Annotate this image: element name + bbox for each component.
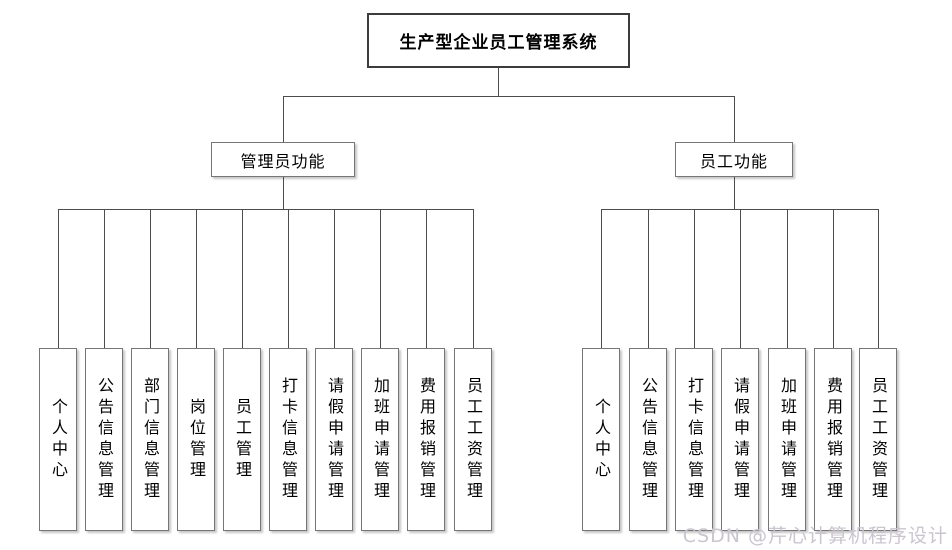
branch-node-employee: 员工功能 xyxy=(675,142,793,177)
leaf-node: 员工工资管理 xyxy=(859,348,897,531)
connector-line xyxy=(734,177,735,209)
connector-line xyxy=(694,209,695,348)
connector-line xyxy=(601,209,878,210)
leaf-node: 打卡信息管理 xyxy=(269,348,307,531)
connector-line xyxy=(58,209,473,210)
connector-line xyxy=(242,209,243,348)
leaf-node: 部门信息管理 xyxy=(131,348,169,531)
leaf-node: 岗位管理 xyxy=(177,348,215,531)
connector-line xyxy=(283,96,284,142)
connector-line xyxy=(58,209,59,348)
leaf-node: 公告信息管理 xyxy=(629,348,667,531)
csdn-watermark: CSDN @芹心计算机程序设计 xyxy=(682,525,948,547)
root-node: 生产型企业员工管理系统 xyxy=(367,13,630,68)
leaf-node: 加班申请管理 xyxy=(361,348,399,531)
branch-node-admin: 管理员功能 xyxy=(211,142,355,177)
connector-line xyxy=(740,209,741,348)
leaf-node: 请假申请管理 xyxy=(721,348,759,531)
connector-line xyxy=(196,209,197,348)
connector-line xyxy=(288,209,289,348)
connector-line xyxy=(473,209,474,348)
leaf-node: 费用报销管理 xyxy=(407,348,445,531)
connector-line xyxy=(334,209,335,348)
leaf-node: 费用报销管理 xyxy=(814,348,852,531)
connector-line xyxy=(601,209,602,348)
connector-line xyxy=(833,209,834,348)
connector-line xyxy=(426,209,427,348)
leaf-node: 打卡信息管理 xyxy=(675,348,713,531)
connector-line xyxy=(734,96,735,142)
connector-line xyxy=(380,209,381,348)
leaf-node: 员工管理 xyxy=(223,348,261,531)
leaf-node: 请假申请管理 xyxy=(315,348,353,531)
connector-line xyxy=(498,68,499,96)
leaf-node: 个人中心 xyxy=(582,348,620,531)
connector-line xyxy=(283,177,284,209)
leaf-node: 个人中心 xyxy=(39,348,77,531)
leaf-node: 员工工资管理 xyxy=(454,348,492,531)
connector-line xyxy=(104,209,105,348)
connector-line xyxy=(150,209,151,348)
connector-line xyxy=(878,209,879,348)
leaf-node: 公告信息管理 xyxy=(85,348,123,531)
leaf-node: 加班申请管理 xyxy=(768,348,806,531)
connector-line xyxy=(648,209,649,348)
connector-line xyxy=(787,209,788,348)
connector-line xyxy=(283,96,734,97)
